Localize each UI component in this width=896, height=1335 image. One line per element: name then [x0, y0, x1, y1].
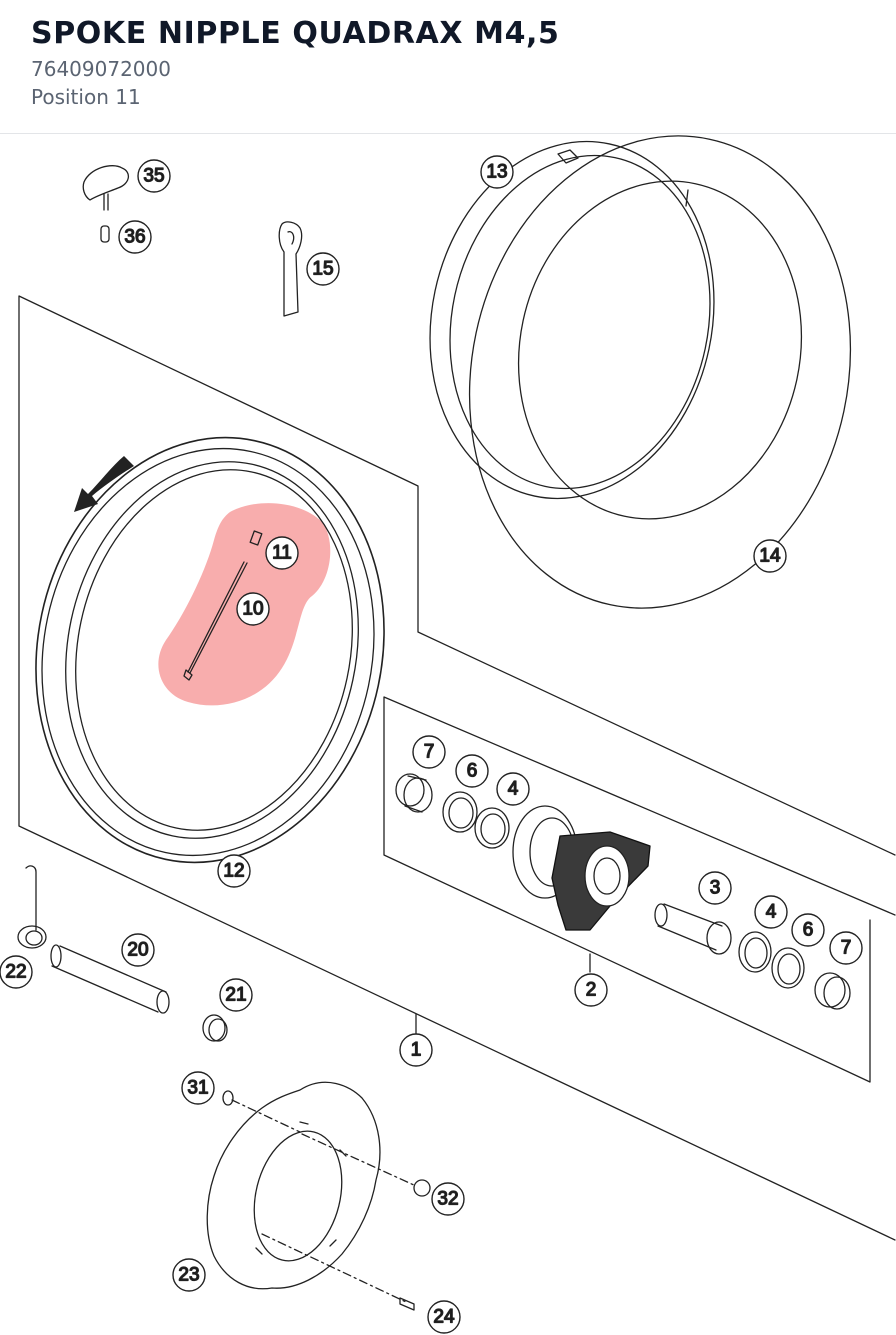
callout-label: 1: [411, 1040, 422, 1061]
callout-label: 6: [803, 920, 814, 941]
callout-23[interactable]: 23: [172, 1258, 206, 1292]
hub: [512, 805, 651, 931]
hub-group-panel: [383, 696, 896, 1083]
rim: [35, 436, 385, 864]
callout-6-left[interactable]: 6: [455, 754, 489, 788]
callout-31[interactable]: 31: [181, 1071, 215, 1105]
callout-label: 10: [242, 599, 263, 620]
axle-nut: [202, 1014, 228, 1042]
callout-15[interactable]: 15: [306, 252, 340, 286]
callout-4-left[interactable]: 4: [496, 772, 530, 806]
callout-label: 21: [225, 985, 246, 1006]
callout-13[interactable]: 13: [480, 155, 514, 189]
callout-label: 7: [424, 742, 435, 763]
callout-22[interactable]: 22: [0, 955, 33, 989]
callout-label: 6: [467, 761, 478, 782]
callout-label: 11: [272, 543, 292, 564]
callout-label: 4: [508, 779, 519, 800]
hub-left-parts: [395, 773, 510, 849]
callout-6-right[interactable]: 6: [791, 913, 825, 947]
callout-label: 35: [143, 166, 164, 187]
callout-label: 24: [433, 1307, 455, 1328]
callout-label: 22: [5, 962, 26, 983]
leader-lines: [415, 953, 591, 1035]
part-header: SPOKE NIPPLE QUADRAX M4,5 76409072000 Po…: [0, 0, 896, 134]
callout-label: 23: [178, 1265, 199, 1286]
callout-4-right[interactable]: 4: [754, 895, 788, 929]
hub-right-parts: [654, 903, 851, 1010]
callout-label: 20: [127, 940, 148, 961]
callout-14[interactable]: 14: [753, 539, 787, 573]
callout-21[interactable]: 21: [219, 978, 253, 1012]
tire-lever: [278, 221, 303, 317]
callout-35[interactable]: 35: [137, 159, 171, 193]
axle: [50, 944, 170, 1014]
callout-label: 15: [312, 259, 333, 280]
callout-label: 13: [486, 162, 507, 183]
rotation-arrow-icon: [74, 456, 134, 512]
callout-label: 14: [759, 546, 781, 567]
brake-disc: [206, 1081, 381, 1290]
callout-20[interactable]: 20: [121, 933, 155, 967]
part-position: Position 11: [31, 85, 141, 109]
callout-3[interactable]: 3: [698, 871, 732, 905]
callout-24[interactable]: 24: [427, 1300, 461, 1334]
callout-label: 31: [187, 1078, 208, 1099]
callout-10[interactable]: 10: [236, 592, 270, 626]
callout-7-left[interactable]: 7: [412, 735, 446, 769]
callout-36[interactable]: 36: [118, 220, 152, 254]
callout-11[interactable]: 11: [265, 536, 299, 570]
callout-7-right[interactable]: 7: [829, 931, 863, 965]
callout-label: 4: [766, 902, 777, 923]
callout-label: 7: [841, 938, 852, 959]
callout-label: 32: [437, 1189, 458, 1210]
callout-32[interactable]: 32: [431, 1182, 465, 1216]
exploded-wheel-diagram: 1 2 3 4 4 6 6 7 7 10 11 12 13 14 15 20 2…: [0, 135, 896, 1334]
callout-1[interactable]: 1: [399, 1033, 433, 1067]
callout-12[interactable]: 12: [217, 854, 251, 888]
callout-2[interactable]: 2: [574, 973, 608, 1007]
callout-label: 12: [223, 861, 244, 882]
axle-clamp: [17, 865, 47, 949]
callout-label: 36: [124, 227, 145, 248]
rim-band: [429, 140, 715, 500]
callout-label: 2: [586, 980, 597, 1001]
spoke-and-nipple: [183, 530, 263, 681]
tire: [468, 135, 852, 609]
disc-fasteners: [222, 1090, 431, 1311]
part-number: 76409072000: [31, 57, 171, 81]
valve-cap: [82, 165, 129, 243]
part-title: SPOKE NIPPLE QUADRAX M4,5: [31, 16, 560, 51]
rim-group-panel: [18, 295, 896, 1241]
callout-label: 3: [710, 878, 721, 899]
